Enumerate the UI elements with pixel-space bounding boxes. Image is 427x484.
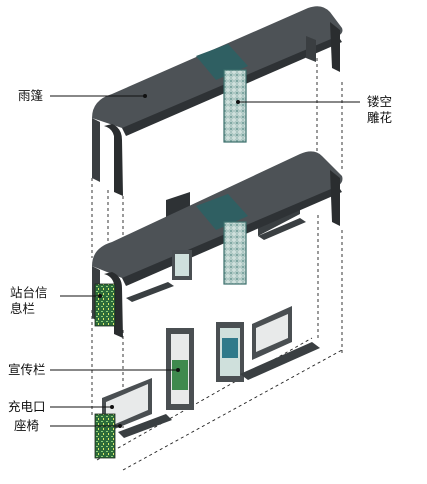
label-station-info-line2: 息栏 xyxy=(10,301,36,316)
canopy-top xyxy=(92,6,343,196)
leader-dots xyxy=(98,94,240,428)
bench-right xyxy=(240,342,320,380)
station-info-board-bottom xyxy=(94,413,116,459)
shelter-middle xyxy=(92,151,343,338)
station-info-board-mid xyxy=(94,283,116,327)
leader-lines xyxy=(50,95,360,427)
label-promo-panel: 宣传栏 xyxy=(8,362,46,377)
label-charging-port: 充电口 xyxy=(8,399,46,414)
label-seat: 座椅 xyxy=(14,418,40,433)
label-station-info-line1: 站台信 xyxy=(10,285,48,300)
label-hollow-carving-line1: 镂空 xyxy=(367,94,393,109)
label-hollow-carving-line2: 雕花 xyxy=(367,110,393,125)
label-station-info: 站台信 息栏 xyxy=(10,285,48,317)
shelter-bottom xyxy=(94,306,320,459)
label-hollow-carving: 镂空 雕花 xyxy=(367,94,392,126)
label-canopy: 雨篷 xyxy=(18,88,44,103)
seat-front xyxy=(118,414,172,438)
hollow-carving-panel xyxy=(223,69,247,143)
